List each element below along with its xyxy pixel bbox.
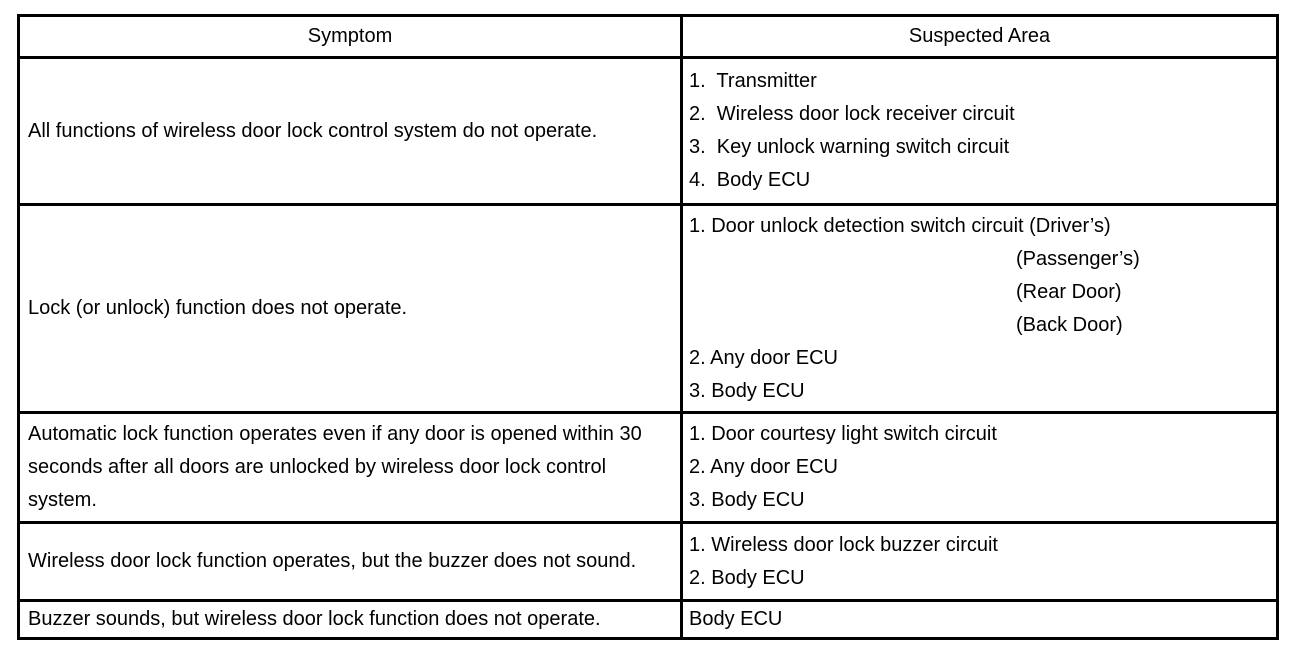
symptom-text: Lock (or unlock) function does not opera… — [28, 297, 408, 319]
suspected-item: 3. Key unlock warning switch circuit — [689, 136, 1010, 158]
table-row: Automatic lock function operates even if… — [20, 411, 1276, 521]
table-row: Lock (or unlock) function does not opera… — [20, 203, 1276, 411]
table-row: All functions of wireless door lock cont… — [20, 56, 1276, 203]
suspected-item: 1. Door courtesy light switch circuit — [689, 423, 997, 445]
symptom-text: All functions of wireless door lock cont… — [28, 119, 598, 142]
suspected-item: 1. Door unlock detection switch circuit … — [689, 214, 1111, 237]
suspected-item: 2. Wireless door lock receiver circuit — [689, 103, 1015, 125]
symptom-text: Wireless door lock function operates, bu… — [28, 550, 637, 572]
symptom-cell: Buzzer sounds, but wireless door lock fu… — [20, 602, 683, 637]
suspected-item-continuation: (Passenger’s) — [1016, 247, 1140, 270]
header-suspected-area-label: Suspected Area — [908, 25, 1051, 47]
suspected-item: 2. Any door ECU — [689, 456, 838, 478]
suspected-cell: 1. Wireless door lock buzzer circuit 2. … — [683, 524, 1276, 599]
suspected-item: 1. Transmitter — [689, 70, 817, 92]
symptom-cell: All functions of wireless door lock cont… — [20, 59, 683, 203]
table-row: Wireless door lock function operates, bu… — [20, 521, 1276, 599]
suspected-item: 1. Wireless door lock buzzer circuit — [689, 533, 998, 556]
header-symptom-cell: Symptom — [20, 17, 683, 56]
table-header-row: Symptom Suspected Area — [20, 17, 1276, 56]
suspected-item: 3. Body ECU — [689, 379, 805, 402]
suspected-item: 2. Any door ECU — [689, 346, 838, 369]
symptom-text: Automatic lock function operates even if… — [28, 423, 648, 511]
suspected-item-continuation: (Rear Door) — [1016, 280, 1122, 303]
suspected-cell: 1. Door unlock detection switch circuit … — [683, 206, 1276, 411]
symptom-cell: Automatic lock function operates even if… — [20, 414, 683, 521]
header-symptom-label: Symptom — [307, 25, 393, 47]
table-row: Buzzer sounds, but wireless door lock fu… — [20, 599, 1276, 637]
suspected-item: Body ECU — [689, 608, 783, 630]
suspected-cell: 1. Transmitter 2. Wireless door lock rec… — [683, 59, 1276, 203]
suspected-cell: Body ECU — [683, 602, 1276, 637]
symptom-cell: Lock (or unlock) function does not opera… — [20, 206, 683, 411]
suspected-item-continuation: (Back Door) — [1016, 313, 1123, 336]
header-suspected-area-cell: Suspected Area — [683, 17, 1276, 56]
symptom-text: Buzzer sounds, but wireless door lock fu… — [28, 608, 601, 630]
diagnostic-table: Symptom Suspected Area All functions of … — [17, 14, 1279, 640]
suspected-item: 3. Body ECU — [689, 489, 805, 511]
suspected-cell: 1. Door courtesy light switch circuit 2.… — [683, 414, 1276, 521]
suspected-item: 2. Body ECU — [689, 566, 805, 589]
symptom-cell: Wireless door lock function operates, bu… — [20, 524, 683, 599]
suspected-item: 4. Body ECU — [689, 169, 811, 191]
